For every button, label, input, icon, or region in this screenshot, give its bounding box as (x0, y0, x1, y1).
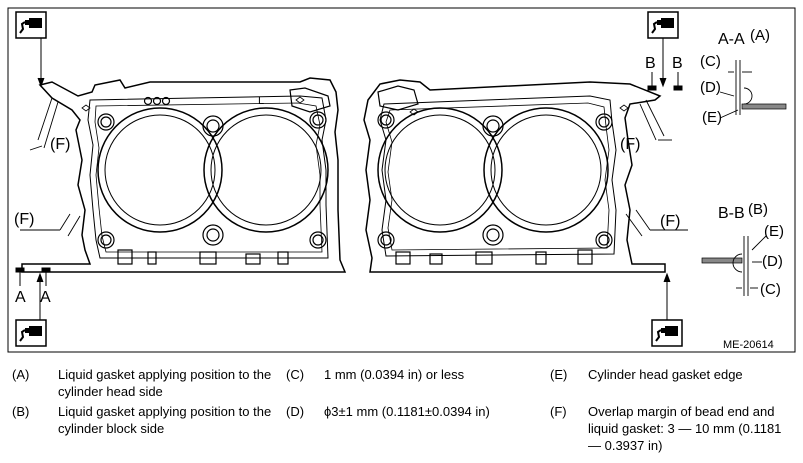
liquid-gasket-icon (651, 319, 683, 347)
legend-text: Liquid gasket applying position to the c… (58, 367, 272, 399)
legend-key: (D) (286, 404, 305, 419)
section-view-aa: A-A (A) (C) (D) (E) (700, 27, 787, 126)
diagram-figure: L (7, 7, 796, 353)
section-label-b: B (672, 55, 683, 72)
view-aa-ref: (A) (750, 27, 770, 44)
label-e: (E) (764, 223, 784, 240)
label-f: (F) (660, 213, 680, 230)
section-label-b: B (645, 55, 656, 72)
label-f: (F) (14, 211, 34, 228)
section-marks-b (647, 72, 683, 91)
legend-key: (E) (550, 367, 568, 382)
label-f: (F) (620, 136, 640, 153)
liquid-gasket-icon (647, 11, 679, 39)
overlap-dimension-marks (20, 97, 688, 237)
right-head-gasket (363, 79, 666, 273)
view-aa-title: A-A (718, 31, 745, 48)
view-bb-ref: (B) (748, 201, 768, 218)
legend-text: Cylinder head gasket edge (588, 367, 743, 382)
legend-key: (B) (12, 404, 30, 419)
figure-frame (7, 7, 796, 353)
label-d: (D) (762, 253, 783, 270)
liquid-gasket-icon (15, 319, 47, 347)
left-head-gasket: L (21, 77, 347, 273)
label-d: (D) (700, 79, 721, 96)
section-label-a: A (40, 289, 51, 306)
label-f: (F) (50, 136, 70, 153)
legend-text: Liquid gasket applying position to the c… (58, 404, 272, 436)
section-marks-a (15, 267, 51, 286)
legend: (A) Liquid gasket applying position to t… (0, 360, 803, 460)
section-label-a: A (15, 289, 26, 306)
legend-text: ϕ3±1 mm (0.1181±0.0394 in) (324, 404, 490, 419)
legend-key: (C) (286, 367, 305, 382)
legend-text: 1 mm (0.0394 in) or less (324, 367, 465, 382)
legend-key: (F) (550, 404, 567, 419)
label-c: (C) (700, 53, 721, 70)
section-view-bb: B-B (B) (E) (D) (C) (701, 201, 784, 298)
head-mark-label: L (258, 95, 264, 107)
liquid-gasket-icon (15, 11, 47, 39)
label-c: (C) (760, 281, 781, 298)
figure-ref-code: ME-20614 (723, 339, 774, 351)
leader-lines (36, 38, 671, 320)
legend-text: Overlap margin of bead end and liquid ga… (588, 404, 782, 453)
view-bb-title: B-B (718, 205, 745, 222)
label-e: (E) (702, 109, 722, 126)
legend-key: (A) (12, 367, 30, 382)
